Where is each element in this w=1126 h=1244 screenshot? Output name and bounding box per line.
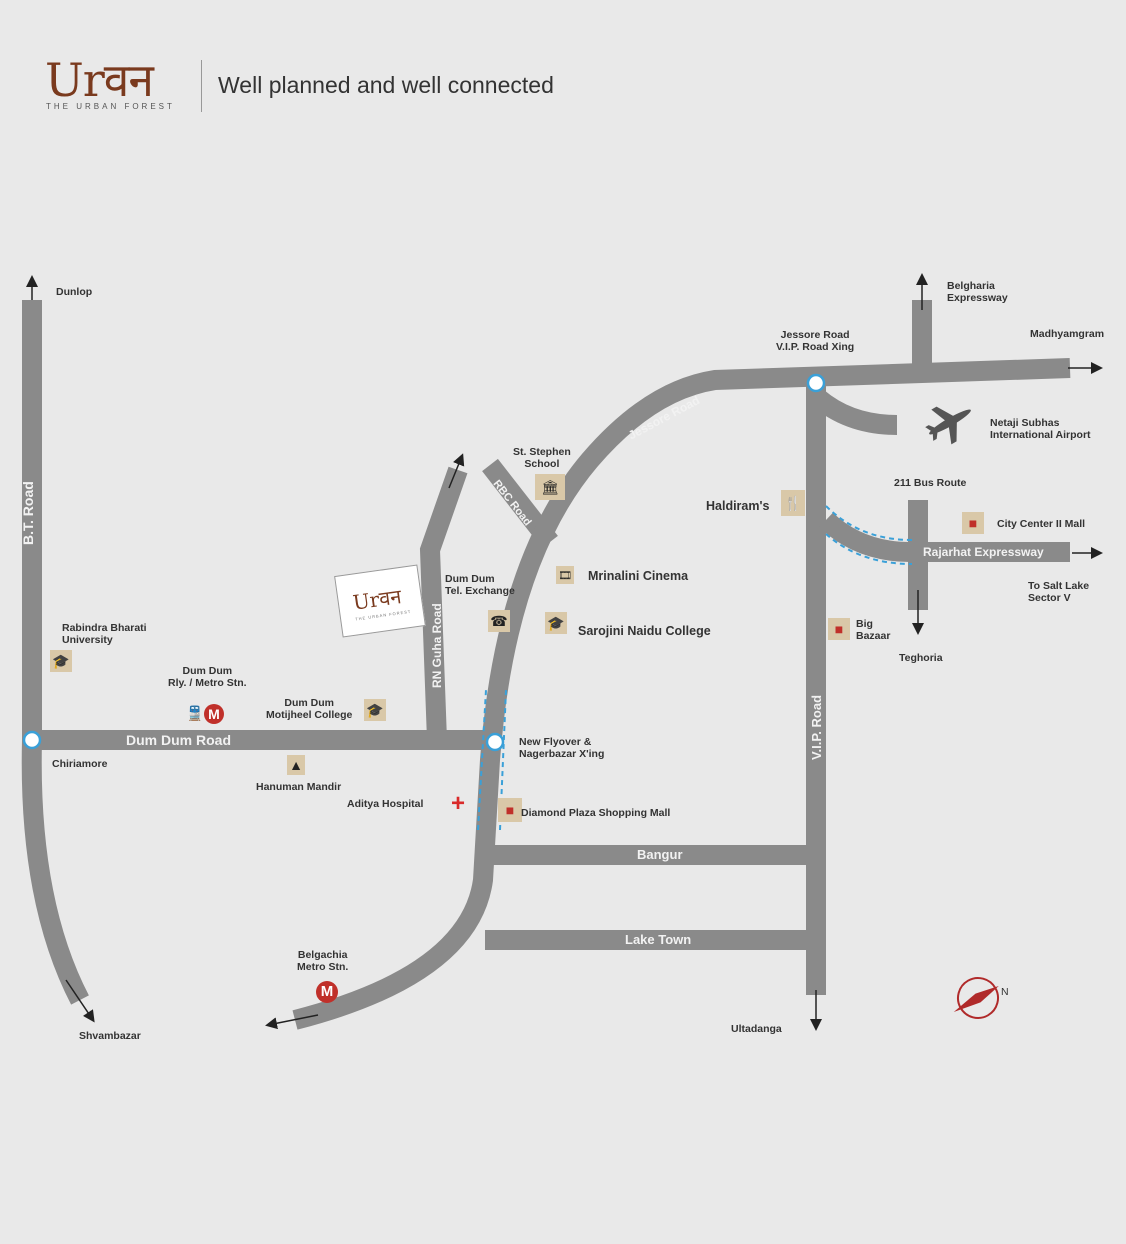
cinema-icon: 🎞 <box>556 566 574 584</box>
college-icon: 🎓 <box>545 612 567 634</box>
line: International Airport <box>990 429 1091 441</box>
line: New Flyover & <box>519 736 592 748</box>
road-label-bangur: Bangur <box>637 847 683 862</box>
line: Belgharia <box>947 280 995 292</box>
line: Motijheel College <box>266 709 353 721</box>
hospital-icon: + <box>451 790 466 817</box>
line: Dum Dum <box>445 573 495 585</box>
restaurant-icon: 🍴 <box>781 490 805 516</box>
airplane-icon <box>925 406 971 445</box>
label-dunlop: Dunlop <box>56 286 93 298</box>
chiriamore-junction <box>22 730 42 750</box>
label-haldirams: Haldiram's <box>706 499 770 513</box>
label-city-center: City Center II Mall <box>997 518 1086 530</box>
jessore-road <box>292 358 1071 1030</box>
jessore-vip-junction <box>806 373 826 393</box>
line: Rabindra Bharati <box>62 622 147 634</box>
label-madhyamgram: Madhyamgram <box>1030 328 1105 340</box>
shopping-bag-icon: ■ <box>828 618 850 640</box>
line: Dum Dum <box>182 665 233 677</box>
label-aditya: Aditya Hospital <box>347 798 424 810</box>
airport-spur <box>811 390 898 435</box>
line: Jessore Road <box>780 329 850 341</box>
line: University <box>62 634 113 646</box>
line: Dum Dum <box>284 697 334 709</box>
line: Nagerbazar X'ing <box>519 748 605 760</box>
brand-logo: Urवन <box>45 53 154 107</box>
label-hanuman: Hanuman Mandir <box>256 781 342 793</box>
line: School <box>524 458 560 470</box>
school-icon: 🏛 <box>535 474 565 500</box>
metro-icon: M <box>316 981 338 1003</box>
train-icon: 🚆 <box>186 704 204 721</box>
label-sarojini: Sarojini Naidu College <box>578 624 711 638</box>
line: Expressway <box>947 292 1008 304</box>
line: Big <box>856 618 873 630</box>
label-teghoria: Teghoria <box>899 652 943 664</box>
line: To Salt Lake <box>1028 580 1090 592</box>
rn-guha-road <box>419 466 468 741</box>
label-flyover: New Flyover &Nagerbazar X'ing <box>519 736 604 760</box>
road-label-rajarhat: Rajarhat Expressway <box>923 545 1044 559</box>
line: Rly. / Metro Stn. <box>168 677 247 689</box>
divider <box>201 60 202 112</box>
road-label-rnguha: RN Guha Road <box>430 603 444 688</box>
line: Metro Stn. <box>297 961 349 973</box>
telephone-icon: ☎ <box>488 610 510 632</box>
line: Belgachia <box>297 949 348 961</box>
project-location-marker: Urवन THE URBAN FOREST <box>334 564 426 638</box>
compass-icon <box>953 977 999 1019</box>
road-label-dumdum: Dum Dum Road <box>126 732 231 748</box>
label-mrinalini: Mrinalini Cinema <box>588 569 689 583</box>
road-label-bt: B.T. Road <box>20 481 36 545</box>
college-icon: 🎓 <box>50 650 72 672</box>
label-chiriamore: Chiriamore <box>52 758 108 770</box>
line: V.I.P. Road Xing <box>776 341 855 353</box>
shopping-bag-icon: ■ <box>498 798 522 822</box>
label-shyambazar: Shvambazar <box>79 1030 141 1042</box>
metro-icon: M <box>204 704 224 724</box>
line: Sector V <box>1028 592 1071 604</box>
label-bus-211: 211 Bus Route <box>894 477 967 489</box>
line: Netaji Subhas <box>990 417 1060 429</box>
temple-icon: ▲ <box>287 755 305 775</box>
line: Bazaar <box>856 630 891 642</box>
line: St. Stephen <box>513 446 571 458</box>
brand-subtitle: THE URBAN FOREST <box>46 102 175 111</box>
line: Tel. Exchange <box>445 585 515 597</box>
shopping-bag-icon: ■ <box>962 512 984 534</box>
tagline: Well planned and well connected <box>218 72 554 98</box>
college-icon: 🎓 <box>364 699 386 721</box>
road-label-vip: V.I.P. Road <box>809 694 824 760</box>
compass-north-label: N <box>1001 986 1009 998</box>
bt-road <box>21 300 89 1005</box>
label-ultadanga: Ultadanga <box>731 1023 782 1035</box>
road-label-laketown: Lake Town <box>625 932 692 947</box>
label-diamond-plaza: Diamond Plaza Shopping Mall <box>521 807 671 819</box>
nagerbazar-junction <box>485 732 505 752</box>
